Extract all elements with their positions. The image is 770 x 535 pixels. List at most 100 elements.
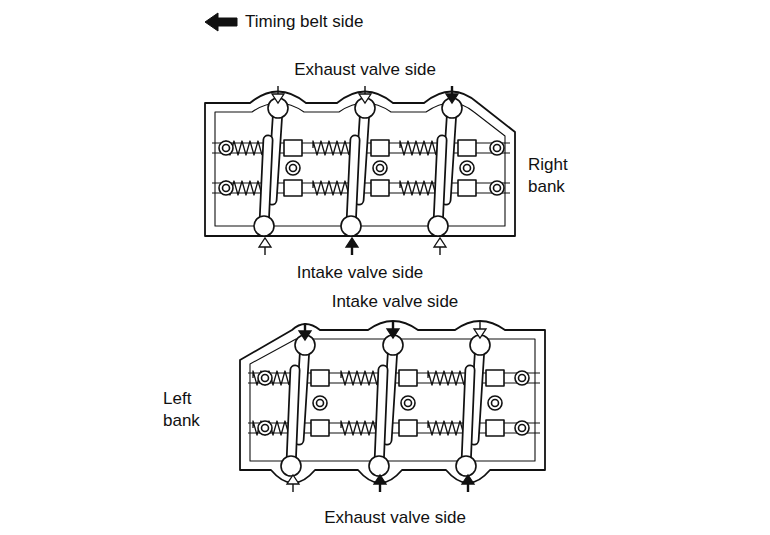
valve-arrow-head: [474, 329, 486, 338]
valve-arrow-head: [434, 238, 446, 247]
shaft-bracket: [486, 370, 504, 386]
rocker-spring: [253, 371, 289, 385]
shaft-bracket: [399, 420, 417, 436]
valve-arrow-shaft: [304, 323, 306, 331]
rocker-arm: [359, 108, 365, 200]
rocker-pad: [456, 456, 476, 476]
rocker-pad: [281, 456, 301, 476]
side-label: Intake valve side: [295, 291, 495, 313]
bolt-head: [519, 425, 526, 432]
bolt-head: [223, 145, 230, 152]
side-label: Intake valve side: [260, 262, 460, 284]
bolt-head: [262, 425, 269, 432]
shaft-bolt: [401, 396, 415, 410]
rocker-arm-face: [474, 345, 480, 440]
valve-arrow-head: [359, 94, 371, 103]
valve-arrow-shaft: [479, 321, 480, 329]
valve-arrow-shaft: [439, 247, 440, 255]
valve-arrow-shaft: [277, 86, 278, 94]
rocker-arm: [466, 370, 470, 466]
rocker-arm: [387, 345, 393, 440]
shaft-bolt: [219, 141, 233, 155]
shaft-bracket: [284, 140, 302, 156]
shaft-bolt: [313, 396, 327, 410]
side-label: Exhaust valve side: [295, 507, 495, 529]
rocker-arm: [291, 370, 295, 466]
shaft-bracket: [458, 140, 476, 156]
shaft-bolt: [490, 141, 504, 155]
rocker-arm-face: [446, 108, 452, 200]
rocker-arm-face: [299, 345, 305, 440]
bolt-head: [405, 400, 412, 407]
cylinder-head-outline: [205, 92, 515, 237]
rocker-spring: [400, 141, 436, 155]
shaft-bracket: [399, 370, 417, 386]
rocker-pad: [428, 216, 448, 236]
shaft-bracket: [311, 370, 329, 386]
shaft-bolt: [373, 161, 387, 175]
side-label: Exhaust valve side: [265, 59, 465, 81]
side-label: Right bank: [528, 154, 588, 198]
bolt-head: [223, 185, 230, 192]
rocker-pad: [341, 216, 361, 236]
bolt-head: [377, 165, 384, 172]
rocker-arm: [446, 108, 452, 200]
shaft-bracket: [458, 180, 476, 196]
shaft-bolt: [515, 371, 529, 385]
shaft-bolt: [515, 421, 529, 435]
valve-arrow-shaft: [392, 321, 394, 329]
bolt-head: [492, 400, 499, 407]
rocker-arm-face: [466, 370, 470, 466]
rocker-arm-face: [264, 140, 268, 226]
valve-arrow-shaft: [451, 86, 453, 94]
rocker-spring: [341, 421, 377, 435]
shaft-bolt: [258, 371, 272, 385]
rocker-arm-face: [291, 370, 295, 466]
direction-arrow: [205, 13, 237, 31]
shaft-bracket: [486, 420, 504, 436]
side-label: Timing belt side: [245, 11, 415, 33]
rocker-spring: [400, 181, 436, 195]
bolt-head: [290, 165, 297, 172]
rocker-arm-face: [351, 140, 355, 226]
valve-arrow-shaft: [364, 86, 365, 94]
shaft-bracket: [284, 180, 302, 196]
valve-arrow-shaft: [379, 484, 381, 492]
bolt-head: [494, 145, 501, 152]
rocker-spring: [253, 421, 289, 435]
rocker-spring: [428, 421, 464, 435]
shaft-bracket: [371, 180, 389, 196]
rocker-arm: [264, 140, 268, 226]
shaft-bolt: [258, 421, 272, 435]
rocker-spring: [341, 371, 377, 385]
rocker-arm: [351, 140, 355, 226]
shaft-bolt: [219, 181, 233, 195]
rocker-pad: [254, 216, 274, 236]
rocker-arm: [272, 108, 278, 200]
rocker-pad: [369, 456, 389, 476]
valve-arrow-head: [387, 329, 399, 338]
rocker-arm-face: [359, 108, 365, 200]
bolt-head: [519, 375, 526, 382]
bolt-head: [464, 165, 471, 172]
rocker-arm-face: [387, 345, 393, 440]
rocker-arm: [299, 345, 305, 440]
rocker-arm-face: [438, 140, 442, 226]
rocker-arm: [438, 140, 442, 226]
valve-arrow-shaft: [264, 247, 265, 255]
shaft-bolt: [460, 161, 474, 175]
valve-arrow-head: [446, 94, 458, 103]
valve-arrow-head: [272, 94, 284, 103]
cylinder-head-outline: [240, 321, 545, 483]
rocker-spring: [428, 371, 464, 385]
valve-arrow-head: [299, 331, 311, 340]
valve-arrow-shaft: [292, 484, 293, 492]
rocker-spring: [313, 141, 349, 155]
valve-arrow-head: [346, 238, 358, 247]
rocker-arm-face: [272, 108, 278, 200]
rocker-arm-face: [379, 370, 383, 466]
valve-arrow-head: [287, 475, 299, 484]
valve-arrow-shaft: [351, 247, 353, 255]
rocker-arm: [474, 345, 480, 440]
shaft-bolt: [488, 396, 502, 410]
